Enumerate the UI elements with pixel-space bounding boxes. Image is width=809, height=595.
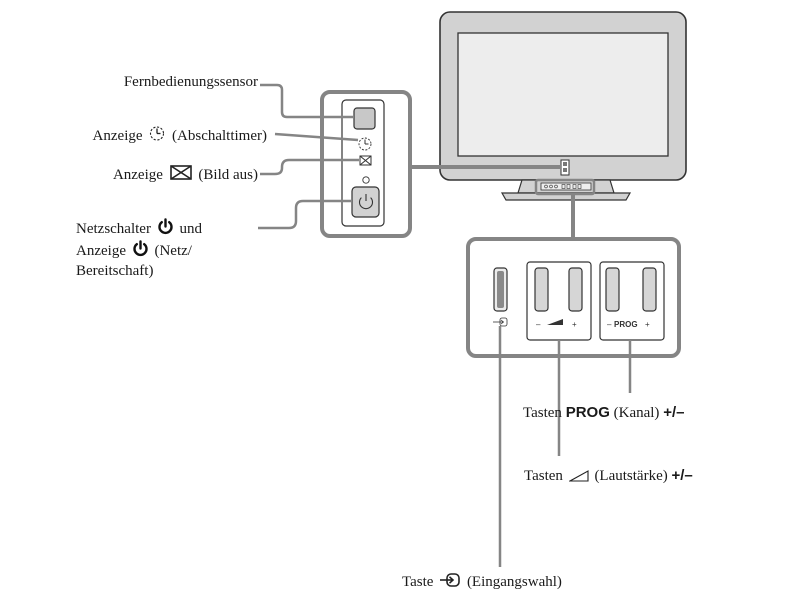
label-input-suffix: (Eingangswahl) <box>466 574 562 590</box>
tv-bottom-button-strip <box>540 182 592 191</box>
callout-frames <box>320 90 681 358</box>
label-volume-buttons: Tasten (Lautstärke) +/– <box>524 466 693 486</box>
volume-icon <box>568 470 589 482</box>
label-picture-off-prefix: Anzeige <box>112 167 163 183</box>
label-remote-sensor: Fernbedienungssensor <box>124 73 258 92</box>
leader-picture-off <box>260 158 359 176</box>
input-select-icon <box>439 572 461 588</box>
label-power-indicator-prefix: Anzeige <box>76 243 126 259</box>
volume-plus-button <box>568 267 583 312</box>
picture-off-indicator <box>359 155 372 166</box>
prog-plus-label: + <box>645 320 650 329</box>
label-power-standby-text: Bereitschaft) <box>76 263 154 279</box>
timer-indicator <box>358 137 372 151</box>
prog-plus-button <box>642 267 657 312</box>
leader-power <box>258 199 352 230</box>
label-volume-suffix: (Lautstärke) <box>594 468 668 484</box>
volume-plus-label: + <box>572 320 577 329</box>
label-power-switch-prefix: Netzschalter <box>76 221 151 237</box>
label-timer-indicator: Anzeige (Abschalttimer) <box>93 124 267 146</box>
label-volume-prefix: Tasten <box>524 468 563 484</box>
button-panel: – + – PROG + <box>493 261 665 341</box>
label-input-prefix: Taste <box>402 574 434 590</box>
label-timer-prefix: Anzeige <box>92 128 143 144</box>
label-prog-bold: PROG <box>565 404 610 421</box>
power-icon <box>132 240 149 257</box>
volume-minus-button <box>534 267 549 312</box>
label-power-line3: Bereitschaft) <box>76 262 153 281</box>
volume-panel-icon <box>547 319 563 325</box>
label-timer-suffix: (Abschalttimer) <box>172 128 267 144</box>
label-power-line2: Anzeige (Netz/ <box>76 240 192 261</box>
tv-set <box>439 11 687 201</box>
label-power-switch-suffix: und <box>179 221 202 237</box>
label-picture-off-suffix: (Bild aus) <box>198 167 258 183</box>
indicator-panel <box>341 99 385 227</box>
volume-minus-label: – <box>536 320 541 329</box>
picture-off-icon <box>169 164 193 181</box>
power-icon <box>157 218 174 235</box>
label-power-line1: Netzschalter und <box>76 218 202 239</box>
timer-icon <box>148 124 166 142</box>
prog-minus-label: – <box>607 320 612 329</box>
label-prog-plusminus: +/– <box>663 404 685 421</box>
label-power-indicator-suffix: (Netz/ <box>154 243 192 259</box>
label-remote-sensor-text: Fernbedienungssensor <box>123 74 258 90</box>
leader-sensor <box>260 83 354 119</box>
label-picture-off-indicator: Anzeige (Bild aus) <box>113 164 258 185</box>
leader-timer <box>274 132 359 142</box>
prog-panel-label: PROG <box>614 320 638 329</box>
label-volume-plusminus: +/– <box>671 467 693 484</box>
prog-minus-button <box>605 267 620 312</box>
label-prog-suffix: (Kanal) <box>613 405 660 421</box>
input-panel-icon <box>493 317 508 327</box>
label-prog-buttons: Tasten PROG (Kanal) +/– <box>523 403 684 423</box>
label-input-button: Taste (Eingangswahl) <box>402 572 562 592</box>
remote-sensor-window <box>353 107 376 130</box>
label-prog-prefix: Tasten <box>523 405 562 421</box>
leader-lines <box>258 83 632 567</box>
